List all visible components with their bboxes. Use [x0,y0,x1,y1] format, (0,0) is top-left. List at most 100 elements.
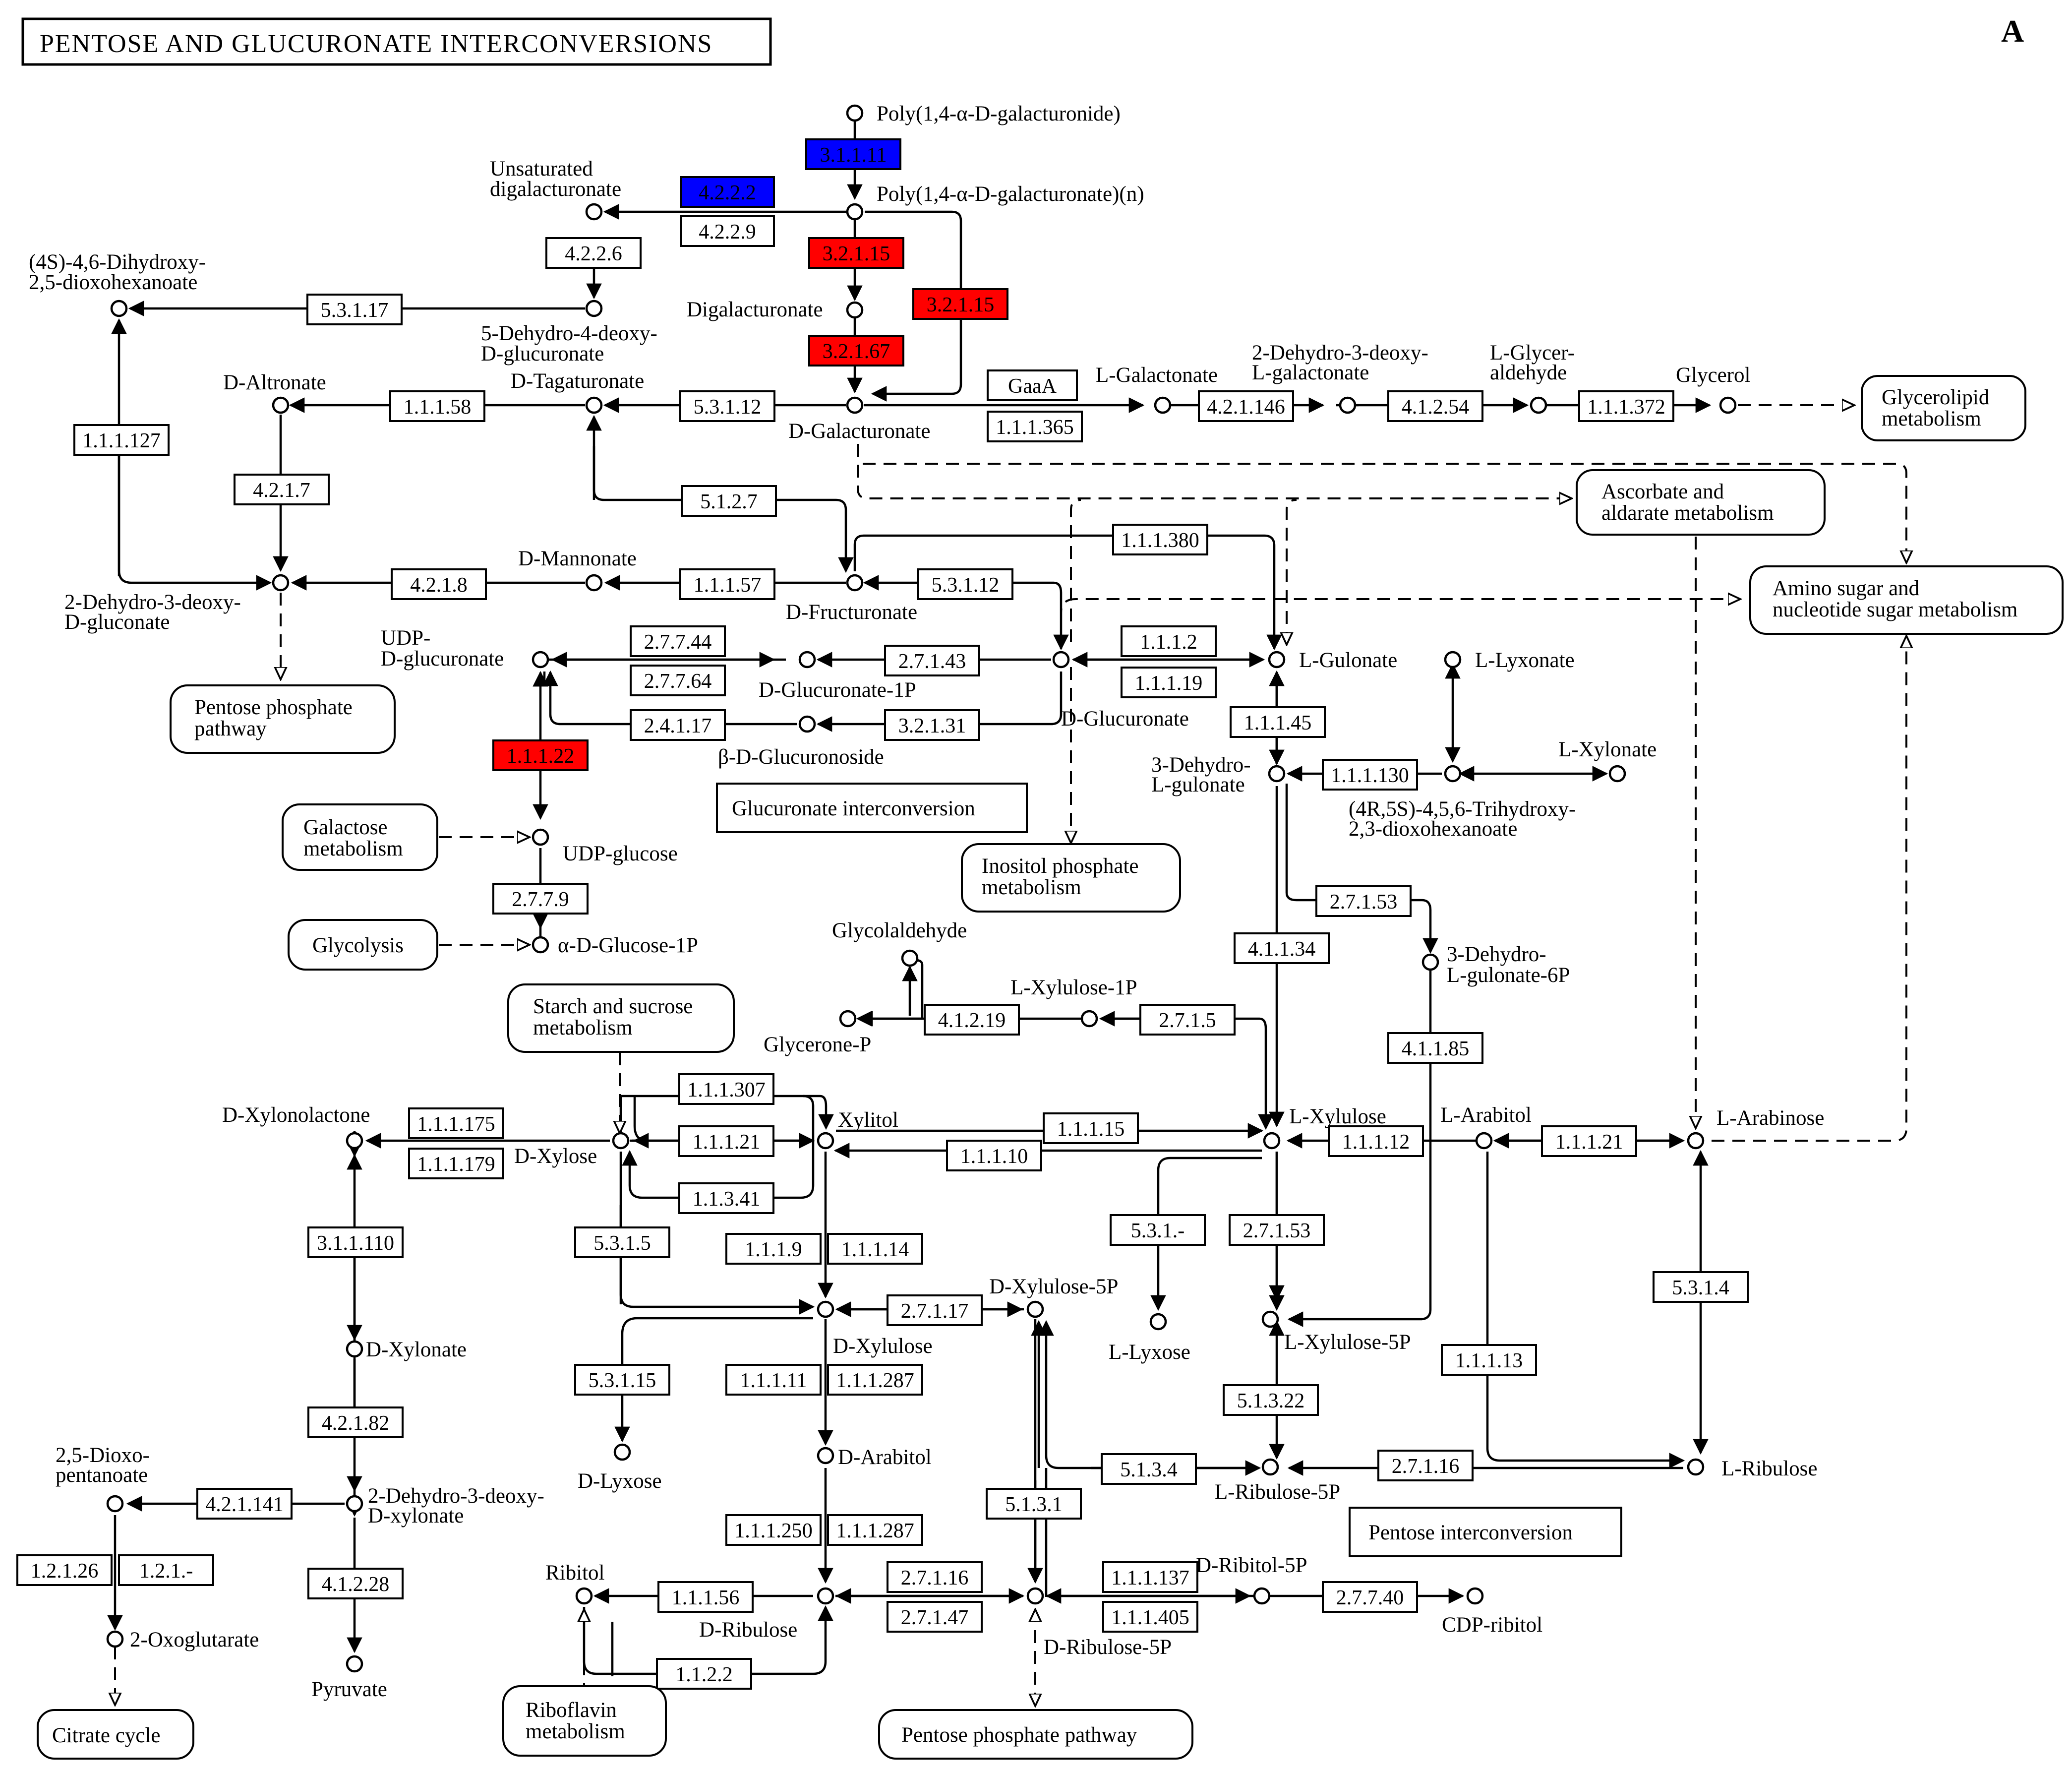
enzyme-box[interactable]: 5.3.1.12 [917,568,1013,600]
compound-node[interactable] [346,1655,363,1673]
compound-node[interactable] [1026,1587,1044,1605]
enzyme-box[interactable]: 1.1.1.380 [1112,524,1208,555]
enzyme-box[interactable]: 4.2.1.82 [307,1406,404,1438]
enzyme-box[interactable]: 1.1.1.22 [492,739,589,771]
compound-node[interactable] [846,396,864,414]
enzyme-box[interactable]: 5.3.1.5 [574,1226,670,1258]
enzyme-box[interactable]: 1.1.1.45 [1230,706,1326,738]
enzyme-box[interactable]: 5.1.2.7 [681,485,777,517]
compound-node[interactable] [106,1495,124,1513]
compound-node[interactable] [1261,1458,1279,1476]
enzyme-box[interactable]: 1.1.1.9 [725,1233,822,1265]
enzyme-box[interactable]: 1.1.1.287 [827,1514,923,1546]
enzyme-box[interactable]: 5.3.1.- [1110,1214,1206,1246]
compound-node[interactable] [1719,396,1737,414]
compound-node[interactable] [346,1495,363,1513]
enzyme-box[interactable]: 4.2.1.141 [196,1488,293,1520]
enzyme-box[interactable]: 3.2.1.67 [808,335,904,367]
compound-node[interactable] [798,715,816,733]
compound-node[interactable] [1268,765,1286,783]
enzyme-box[interactable]: 5.3.1.12 [679,390,775,422]
enzyme-box[interactable]: 2.7.1.53 [1315,885,1412,917]
enzyme-box[interactable]: 1.1.1.15 [1043,1112,1139,1144]
enzyme-box[interactable]: 2.4.1.17 [630,709,726,741]
enzyme-box[interactable]: 1.1.1.21 [678,1125,774,1157]
enzyme-box[interactable]: GaaA [987,369,1078,401]
compound-node[interactable] [1052,651,1070,669]
enzyme-box[interactable]: 3.2.1.15 [912,288,1008,320]
enzyme-box[interactable]: 1.1.1.2 [1121,625,1217,657]
enzyme-box[interactable]: 5.1.3.1 [986,1488,1082,1520]
enzyme-box[interactable]: 4.2.2.9 [680,215,775,247]
compound-node[interactable] [1444,765,1462,783]
compound-node[interactable] [585,396,603,414]
pathway-link-pentose-phosphate-bottom[interactable]: Pentose phosphate pathway [878,1709,1193,1760]
compound-node[interactable] [613,1443,631,1461]
compound-node[interactable] [585,203,603,221]
enzyme-box[interactable]: 1.1.1.307 [678,1073,774,1105]
enzyme-box[interactable]: 1.1.1.127 [73,424,170,456]
enzyme-box[interactable]: 4.1.2.54 [1387,390,1483,422]
pathway-link-citrate[interactable]: Citrate cycle [37,1709,194,1760]
compound-node[interactable] [1261,1310,1279,1328]
compound-node[interactable] [1154,396,1172,414]
enzyme-box[interactable]: 1.2.1.- [118,1554,214,1586]
enzyme-box[interactable]: 4.2.1.8 [391,568,487,600]
enzyme-box[interactable]: 1.1.1.179 [408,1148,504,1179]
compound-node[interactable] [585,300,603,317]
compound-node[interactable] [817,1447,834,1465]
enzyme-box[interactable]: 3.2.1.15 [808,237,904,269]
enzyme-box[interactable]: 2.7.1.5 [1139,1004,1236,1036]
enzyme-box[interactable]: 1.1.2.2 [656,1658,752,1690]
compound-node[interactable] [901,949,919,967]
enzyme-box[interactable]: 1.1.1.405 [1102,1601,1198,1633]
enzyme-box[interactable]: 4.2.2.6 [545,237,642,269]
enzyme-box[interactable]: 1.1.3.41 [678,1182,774,1214]
compound-node[interactable] [1149,1313,1167,1331]
compound-node[interactable] [817,1300,834,1318]
enzyme-box[interactable]: 2.7.1.16 [1377,1450,1474,1481]
compound-node[interactable] [106,1630,124,1648]
enzyme-box[interactable]: 5.1.3.4 [1101,1453,1197,1485]
enzyme-box[interactable]: 1.1.1.57 [679,568,775,600]
enzyme-box[interactable]: 1.1.1.56 [657,1581,754,1613]
enzyme-box[interactable]: 1.1.1.10 [946,1140,1042,1171]
compound-node[interactable] [272,574,290,592]
compound-node[interactable] [1253,1587,1271,1605]
compound-node[interactable] [1608,765,1626,783]
compound-node[interactable] [1530,396,1547,414]
enzyme-box[interactable]: 1.1.1.14 [827,1233,923,1265]
compound-node[interactable] [110,300,128,317]
enzyme-box[interactable]: 2.7.1.17 [887,1294,983,1326]
enzyme-box[interactable]: 2.7.7.44 [630,625,726,657]
enzyme-box[interactable]: 2.7.1.47 [887,1601,983,1633]
enzyme-box[interactable]: 4.1.1.34 [1234,932,1330,964]
enzyme-box[interactable]: 2.7.1.16 [887,1561,983,1593]
enzyme-box[interactable]: 4.2.1.7 [234,474,330,505]
enzyme-box[interactable]: 1.1.1.365 [987,411,1083,442]
compound-node[interactable] [612,1132,630,1150]
compound-node[interactable] [1263,1132,1281,1150]
enzyme-box[interactable]: 4.2.1.146 [1198,390,1294,422]
compound-node[interactable] [817,1587,834,1605]
compound-node[interactable] [1339,396,1357,414]
compound-node[interactable] [846,301,864,319]
enzyme-box[interactable]: 4.1.1.85 [1387,1032,1483,1064]
compound-node[interactable] [798,651,816,669]
enzyme-box[interactable]: 1.1.1.175 [408,1107,504,1139]
enzyme-box[interactable]: 1.1.1.372 [1578,390,1674,422]
enzyme-box[interactable]: 4.1.2.28 [307,1568,404,1599]
compound-node[interactable] [1475,1132,1493,1150]
compound-node[interactable] [1026,1300,1044,1318]
compound-node[interactable] [846,203,864,221]
compound-node[interactable] [1687,1132,1705,1150]
compound-node[interactable] [532,936,549,954]
enzyme-box[interactable]: 3.1.1.110 [307,1226,404,1258]
compound-node[interactable] [585,574,603,592]
